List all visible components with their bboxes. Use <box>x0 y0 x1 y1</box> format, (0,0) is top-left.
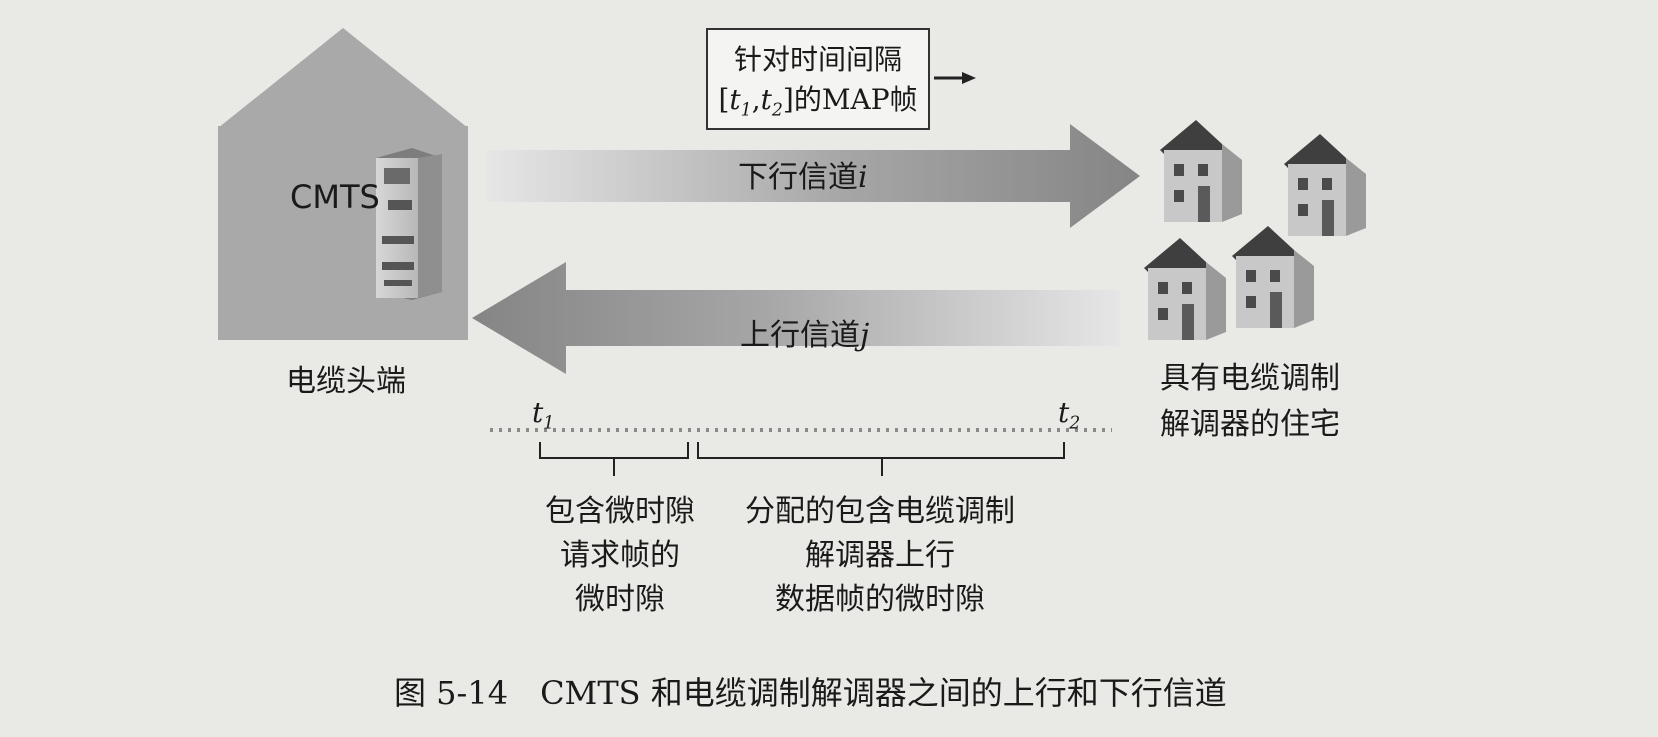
brace-left-line: 请求帧的 <box>560 538 680 573</box>
house-icon <box>1232 226 1314 328</box>
brace-right <box>697 442 1065 476</box>
brace-left-line: 包含微时隙 <box>545 494 695 529</box>
downstream-label: 下行信道i <box>738 152 868 196</box>
t2-subscript: 2 <box>771 100 783 121</box>
downstream-text: 下行信道 <box>738 160 858 195</box>
t1-marker-symbol: t <box>532 396 544 429</box>
upstream-label: 上行信道j <box>740 310 869 354</box>
upstream-var: j <box>860 318 870 353</box>
brace-right-label: 分配的包含电缆调制 解调器上行 数据帧的微时隙 <box>730 490 1030 622</box>
t1-subscript: 1 <box>740 100 752 121</box>
brace-left-label: 包含微时隙 请求帧的 微时隙 <box>480 490 760 622</box>
homes-label-line2: 解调器的住宅 <box>1160 407 1340 442</box>
t2-symbol: t <box>760 83 772 116</box>
map-box-line2: [t1,t2]的MAP帧 <box>708 80 928 131</box>
upstream-text: 上行信道 <box>740 318 860 353</box>
map-box-suffix: ]的MAP帧 <box>782 83 918 116</box>
figure-caption: 图 5-14 CMTS 和电缆调制解调器之间的上行和下行信道 <box>394 674 1227 712</box>
map-frame-box: 针对时间间隔 [t1,t2]的MAP帧 <box>706 28 930 130</box>
t1-marker: t1 <box>532 396 554 434</box>
brace-right-line: 数据帧的微时隙 <box>775 582 985 617</box>
cmts-rack-icon <box>376 148 442 300</box>
downstream-arrow <box>486 124 1140 228</box>
cmts-label: CMTS <box>290 178 380 216</box>
t1-marker-sub: 1 <box>543 413 555 434</box>
house-icon <box>1144 238 1226 340</box>
bracket-open: [ <box>718 83 730 116</box>
t2-marker-symbol: t <box>1058 396 1070 429</box>
downstream-var: i <box>858 160 868 195</box>
homes-label-line1: 具有电缆调制 <box>1160 361 1340 396</box>
house-icon <box>1284 134 1366 236</box>
house-icon <box>1160 120 1242 222</box>
t2-marker: t2 <box>1058 396 1080 434</box>
brace-left-line: 微时隙 <box>575 582 665 617</box>
comma: , <box>751 83 761 116</box>
map-box-line1: 针对时间间隔 <box>733 43 902 76</box>
t1-symbol: t <box>729 83 741 116</box>
t2-marker-sub: 2 <box>1069 413 1081 434</box>
upstream-arrow <box>472 262 1120 374</box>
homes-label: 具有电缆调制 解调器的住宅 <box>1160 356 1340 448</box>
brace-left <box>539 442 689 476</box>
map-arrow-icon <box>934 72 976 84</box>
brace-right-line: 解调器上行 <box>805 538 955 573</box>
brace-right-line: 分配的包含电缆调制 <box>745 494 1015 529</box>
head-end-label: 电缆头端 <box>286 364 406 399</box>
